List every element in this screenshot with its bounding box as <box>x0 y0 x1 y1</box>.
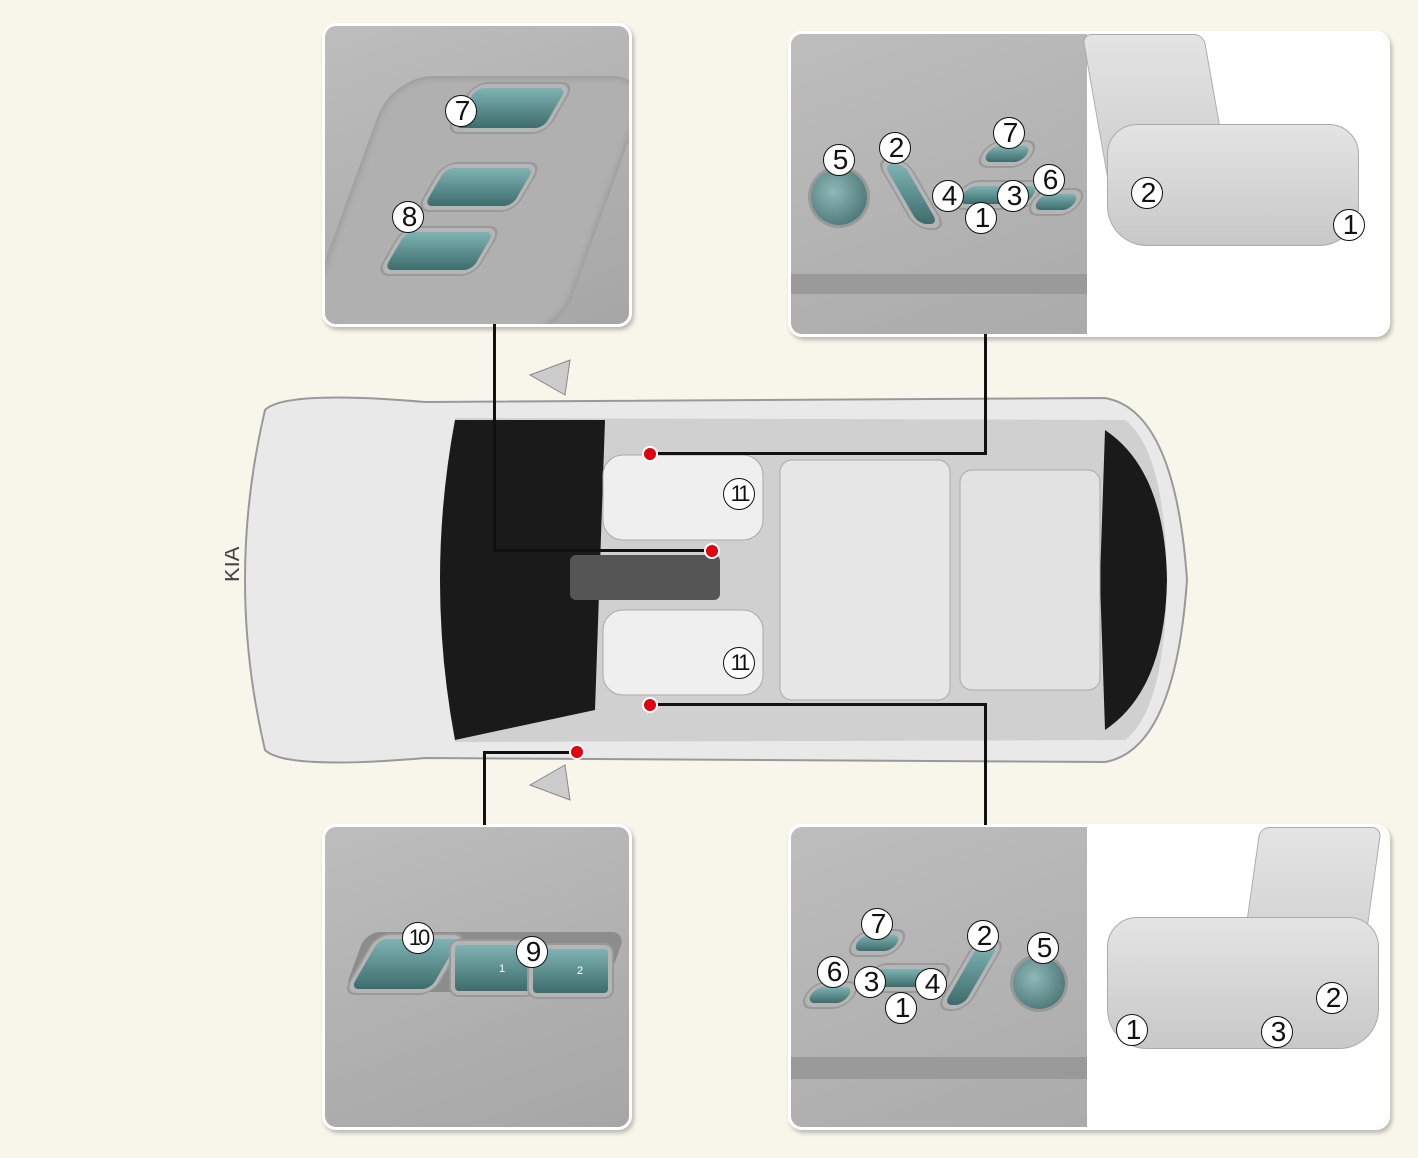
recline-switch[interactable] <box>883 164 939 224</box>
location-marker <box>642 446 658 462</box>
leader-line <box>483 751 578 754</box>
callout: 4 <box>915 968 947 1000</box>
callout: 3 <box>997 180 1029 212</box>
callout: 1 <box>965 202 997 234</box>
callout: 1 <box>885 992 917 1024</box>
leader-line <box>650 703 987 706</box>
leader-line <box>984 334 987 455</box>
callout: 2 <box>967 920 999 952</box>
cushion-switch[interactable] <box>806 987 854 1003</box>
callout: 3 <box>1261 1016 1293 1048</box>
callout: 9 <box>516 936 548 968</box>
callout: 11 <box>723 647 755 679</box>
callout: 8 <box>392 201 424 233</box>
callout: 11 <box>723 478 755 510</box>
panel-walk-in-switches <box>322 23 632 327</box>
callout: 6 <box>817 956 849 988</box>
lumbar-knob[interactable] <box>1013 957 1065 1009</box>
callout: 7 <box>445 95 477 127</box>
callout: 2 <box>1316 982 1348 1014</box>
leader-line <box>493 549 713 552</box>
panel-driver-seat-controls <box>788 31 1390 337</box>
leader-line <box>650 452 987 455</box>
row-1-label: 1 <box>499 963 506 975</box>
callout: 7 <box>861 908 893 940</box>
leader-line <box>984 703 987 825</box>
callout: 7 <box>993 117 1025 149</box>
seat-illustration <box>1081 34 1387 334</box>
leader-line <box>493 324 496 552</box>
leader-line <box>483 751 486 825</box>
callout: 2 <box>1131 177 1163 209</box>
lumbar-knob[interactable] <box>811 169 867 225</box>
location-marker <box>569 744 585 760</box>
car-top-view: KIA <box>225 359 1189 801</box>
location-marker <box>642 697 658 713</box>
callout: 2 <box>879 132 911 164</box>
callout: 1 <box>1116 1014 1148 1046</box>
callout: 5 <box>1027 932 1059 964</box>
callout: 6 <box>1033 164 1065 196</box>
callout: 10 <box>402 922 434 954</box>
seat-illustration <box>1087 827 1387 1127</box>
location-marker <box>704 543 720 559</box>
panel-rear-switches: 1 2 <box>322 824 632 1130</box>
recline-switch[interactable] <box>943 945 999 1005</box>
svg-text:KIA: KIA <box>225 546 244 582</box>
callout: 1 <box>1333 209 1365 241</box>
callout: 3 <box>854 966 886 998</box>
row-2-label: 2 <box>577 965 584 977</box>
callout: 4 <box>932 180 964 212</box>
cushion-switch[interactable] <box>1032 194 1080 210</box>
callout: 5 <box>823 144 855 176</box>
panel-passenger-seat-controls <box>788 824 1390 1130</box>
